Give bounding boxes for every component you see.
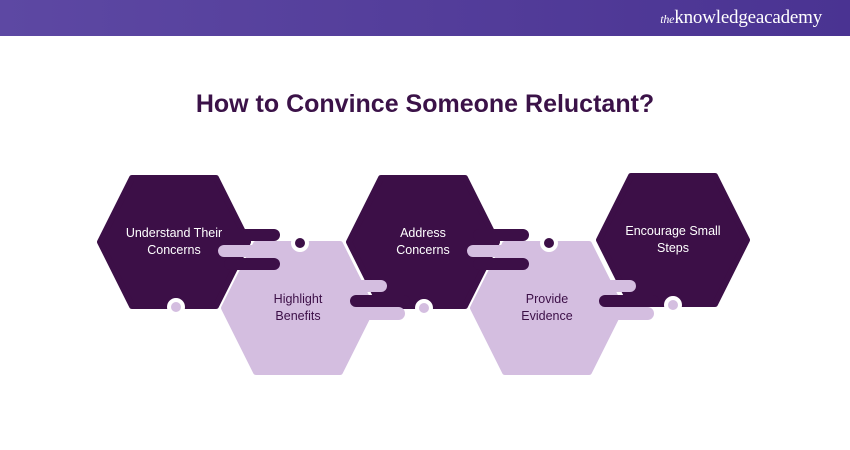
hexagon-fill-1 <box>97 175 251 309</box>
step-label-line: Concerns <box>396 243 450 257</box>
step-label-line: Encourage Small <box>625 224 721 238</box>
connector-bar <box>473 229 529 241</box>
connector-bar <box>473 258 529 270</box>
connector-bar <box>338 307 405 320</box>
connector-bar <box>224 258 280 270</box>
hexagon-fill-3 <box>346 175 500 309</box>
connector-bar <box>350 295 410 307</box>
hexagon-fill-2 <box>221 241 375 375</box>
connector-dot <box>540 234 558 252</box>
connector-bar <box>467 245 553 257</box>
connector-bar <box>587 307 654 320</box>
step-label-line: Concerns <box>147 243 201 257</box>
connector-bar <box>587 280 636 292</box>
hexagon-fill-4 <box>470 241 624 375</box>
connector-bar <box>599 295 659 307</box>
connector-dot <box>415 299 433 317</box>
step-label-line: Benefits <box>275 309 321 323</box>
hexagon-fill-5 <box>596 173 750 307</box>
connector-bar <box>218 245 304 257</box>
connector-dot <box>291 234 309 252</box>
step-label-line: Understand Their <box>125 226 223 240</box>
step-label-line: Provide <box>525 292 569 306</box>
step-label-line: Evidence <box>521 309 573 323</box>
connector-bar <box>224 229 280 241</box>
connector-dot <box>167 298 185 316</box>
step-label-line: Address <box>400 226 446 240</box>
header-bar: theknowledgeacademy <box>0 0 850 36</box>
page-title: How to Convince Someone Reluctant? <box>195 90 655 118</box>
connector-dot <box>664 296 682 314</box>
step-label-line: Highlight <box>273 292 323 306</box>
connector-bar <box>338 280 387 292</box>
step-label-line: Steps <box>657 241 689 255</box>
brand-logo: theknowledgeacademy <box>660 7 822 28</box>
